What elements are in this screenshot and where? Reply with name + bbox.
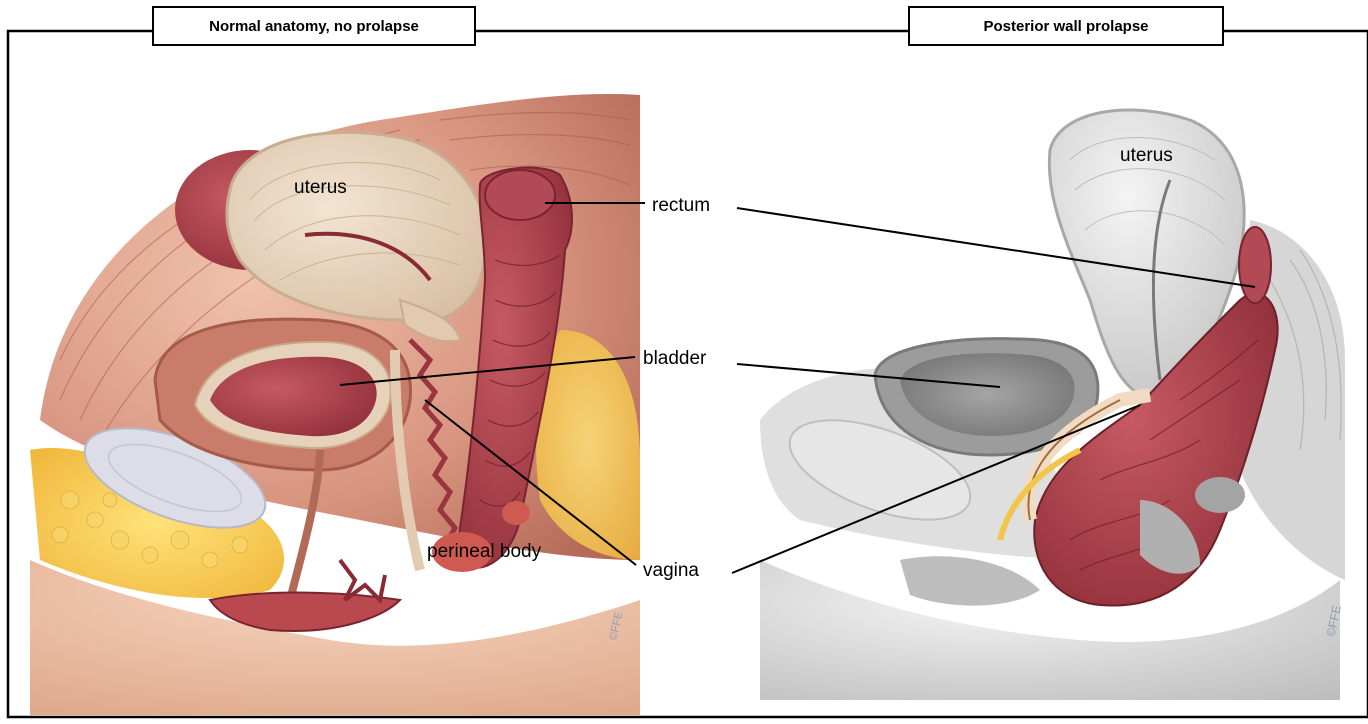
leader-lines bbox=[339, 202, 1256, 574]
label-uterus-right: uterus bbox=[1120, 145, 1173, 166]
panel-title-prolapse: Posterior wall prolapse bbox=[908, 6, 1224, 46]
panel-title-normal: Normal anatomy, no prolapse bbox=[152, 6, 476, 46]
label-perineal-body: perineal body bbox=[427, 541, 542, 562]
figure-frame bbox=[6, 29, 1368, 719]
label-bladder: bladder bbox=[643, 348, 707, 369]
left-anatomy-illustration bbox=[30, 94, 640, 715]
label-vagina: vagina bbox=[643, 560, 699, 581]
label-uterus-left: uterus bbox=[294, 177, 347, 198]
right-anatomy-illustration bbox=[760, 108, 1345, 700]
label-rectum: rectum bbox=[652, 195, 711, 216]
